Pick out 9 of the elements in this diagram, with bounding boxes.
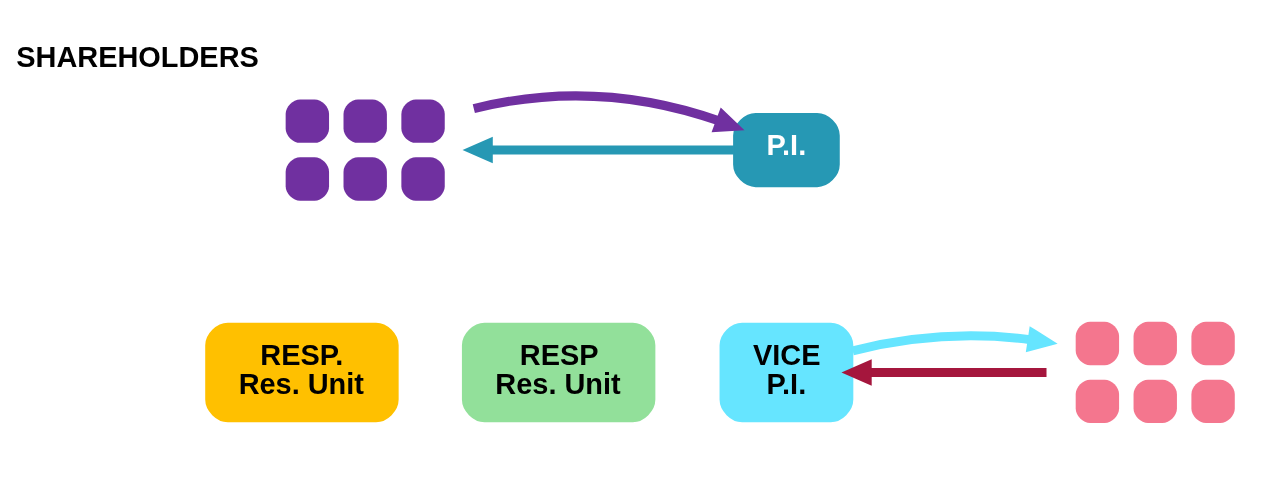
node-box: RESP Res. Unit: [461, 322, 656, 423]
arrow: [841, 359, 1047, 386]
node-label: SHAREHOLDERS: [16, 40, 259, 73]
node-box: VICE P.I.: [719, 322, 854, 423]
node-box: RESP. Res. Unit: [205, 322, 399, 423]
arrow: [462, 136, 734, 164]
arrow: [851, 326, 1058, 356]
node-box: P.I.: [733, 113, 840, 188]
arrow: [472, 91, 745, 133]
